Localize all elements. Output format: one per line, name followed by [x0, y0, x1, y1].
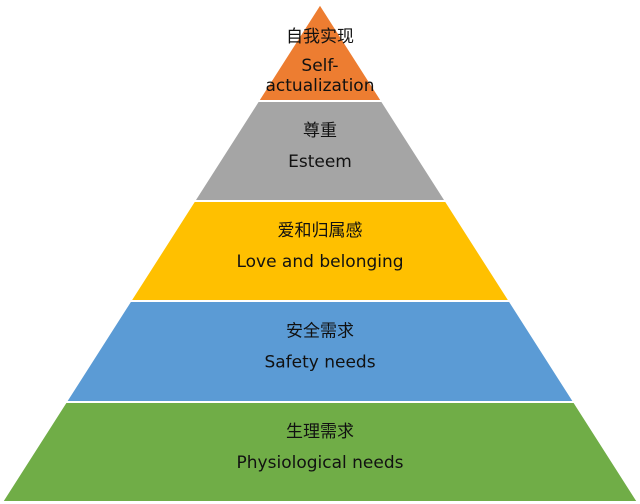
pyramid-layer-esteem	[192, 100, 448, 202]
layer-label-en-safety: Safety needs	[264, 353, 375, 373]
pyramid-layer-safety	[64, 300, 576, 403]
layer-label-zh-self-actualization: 自我实现	[286, 27, 354, 47]
layer-label-zh-safety: 安全需求	[286, 322, 354, 342]
layer-label-en-love-belonging: Love and belonging	[236, 252, 403, 272]
pyramid-layer-physiological	[0, 401, 640, 503]
layer-label-zh-esteem: 尊重	[303, 121, 337, 141]
layer-label-zh-physiological: 生理需求	[286, 422, 354, 442]
layer-label-en-self-actualization: Self-actualization	[266, 56, 375, 96]
layer-label-zh-love-belonging: 爱和归属感	[278, 221, 363, 241]
pyramid-layer-love-belonging	[128, 200, 512, 302]
layer-label-en-physiological: Physiological needs	[237, 453, 404, 473]
layer-label-en-esteem: Esteem	[288, 152, 352, 172]
